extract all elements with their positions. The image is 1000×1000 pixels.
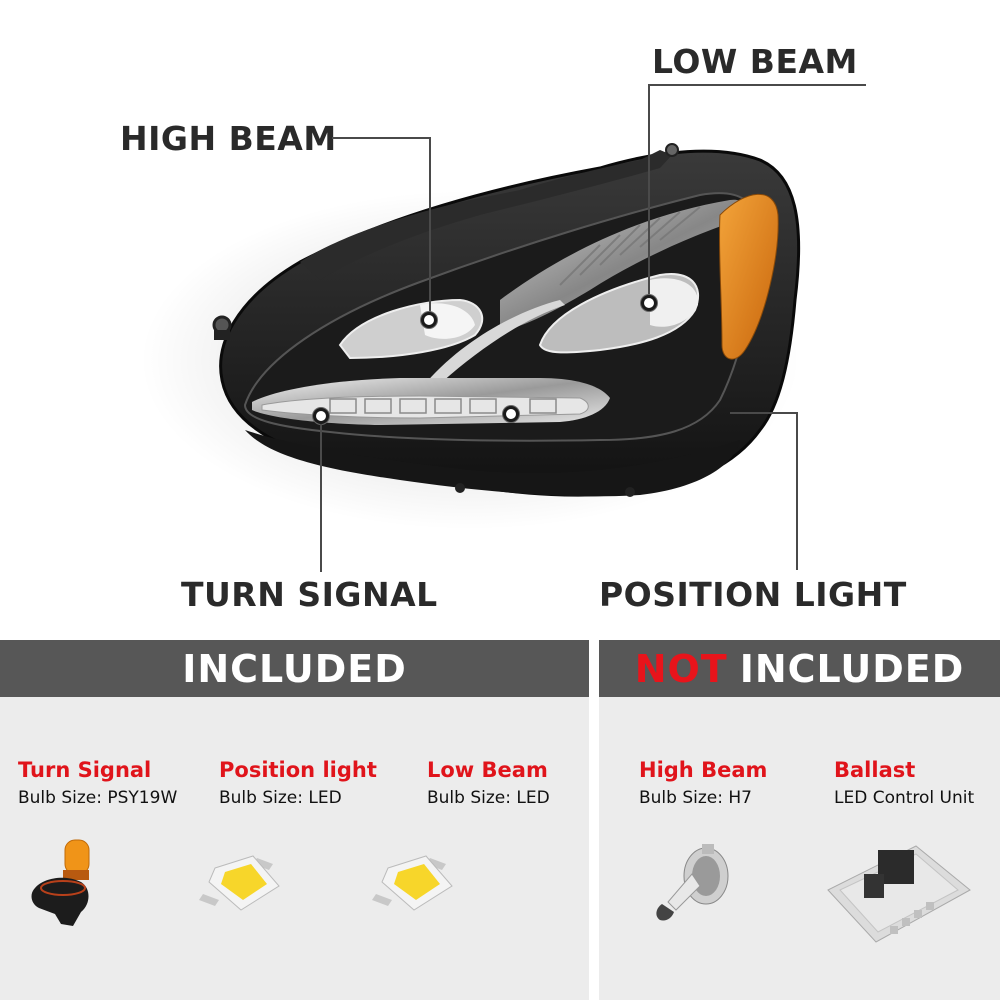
panel-divider [589,640,599,1000]
led-chip-icon [199,855,280,911]
item-title: Position light [219,758,377,782]
item-subtitle: Bulb Size: LED [427,788,550,808]
headlight-diagram: HIGH BEAM LOW BEAM TURN SIGNAL POSITION … [120,42,907,614]
h7-bulb-icon [656,844,729,921]
not-included-header-text: INCLUDED [739,646,965,691]
not-included-item-high-beam: High Beam Bulb Size: H7 [639,760,767,807]
callout-low-beam-marker [641,295,657,311]
callout-high-beam-line [429,137,431,313]
callout-turn-signal-label: TURN SIGNAL [181,575,438,614]
callout-low-beam-label: LOW BEAM [652,42,858,81]
item-subtitle: Bulb Size: PSY19W [18,788,178,808]
not-included-panel: NOT INCLUDED [599,640,1000,1000]
psy19w-bulb-icon [31,839,90,926]
callout-high-beam-marker [421,312,437,328]
item-title: Low Beam [427,758,548,782]
not-included-header: NOT INCLUDED [599,640,1000,697]
callout-high-beam-line [332,137,430,139]
item-subtitle: Bulb Size: H7 [639,788,752,808]
led-chip-icon [372,855,453,911]
item-subtitle: Bulb Size: LED [219,788,342,808]
callout-position-light-label: POSITION LIGHT [599,575,907,614]
not-included-item-ballast: Ballast LED Control Unit [834,760,974,807]
included-item-low-beam: Low Beam Bulb Size: LED [427,760,550,807]
ballast-module-icon [827,845,971,943]
item-title: High Beam [639,758,768,782]
callout-position-light-line [796,412,798,570]
callout-low-beam-line [648,84,866,86]
callout-high-beam-label: HIGH BEAM [120,119,337,158]
not-included-header-highlight: NOT [634,646,728,691]
callout-position-light-marker [503,406,519,422]
item-title: Turn Signal [18,758,152,782]
included-item-turn-signal: Turn Signal Bulb Size: PSY19W [18,760,177,807]
callout-turn-signal-marker [313,408,329,424]
included-header: INCLUDED [0,640,589,697]
item-title: Ballast [834,758,916,782]
callout-turn-signal-line [320,424,322,572]
included-header-text: INCLUDED [182,646,407,691]
included-panel: INCLUDED [0,640,589,1000]
item-subtitle: LED Control Unit [834,788,975,808]
callout-low-beam-line [648,84,650,296]
headlight-image [140,143,801,530]
included-item-position-light: Position light Bulb Size: LED [219,760,377,807]
callout-position-light-line [730,412,798,414]
